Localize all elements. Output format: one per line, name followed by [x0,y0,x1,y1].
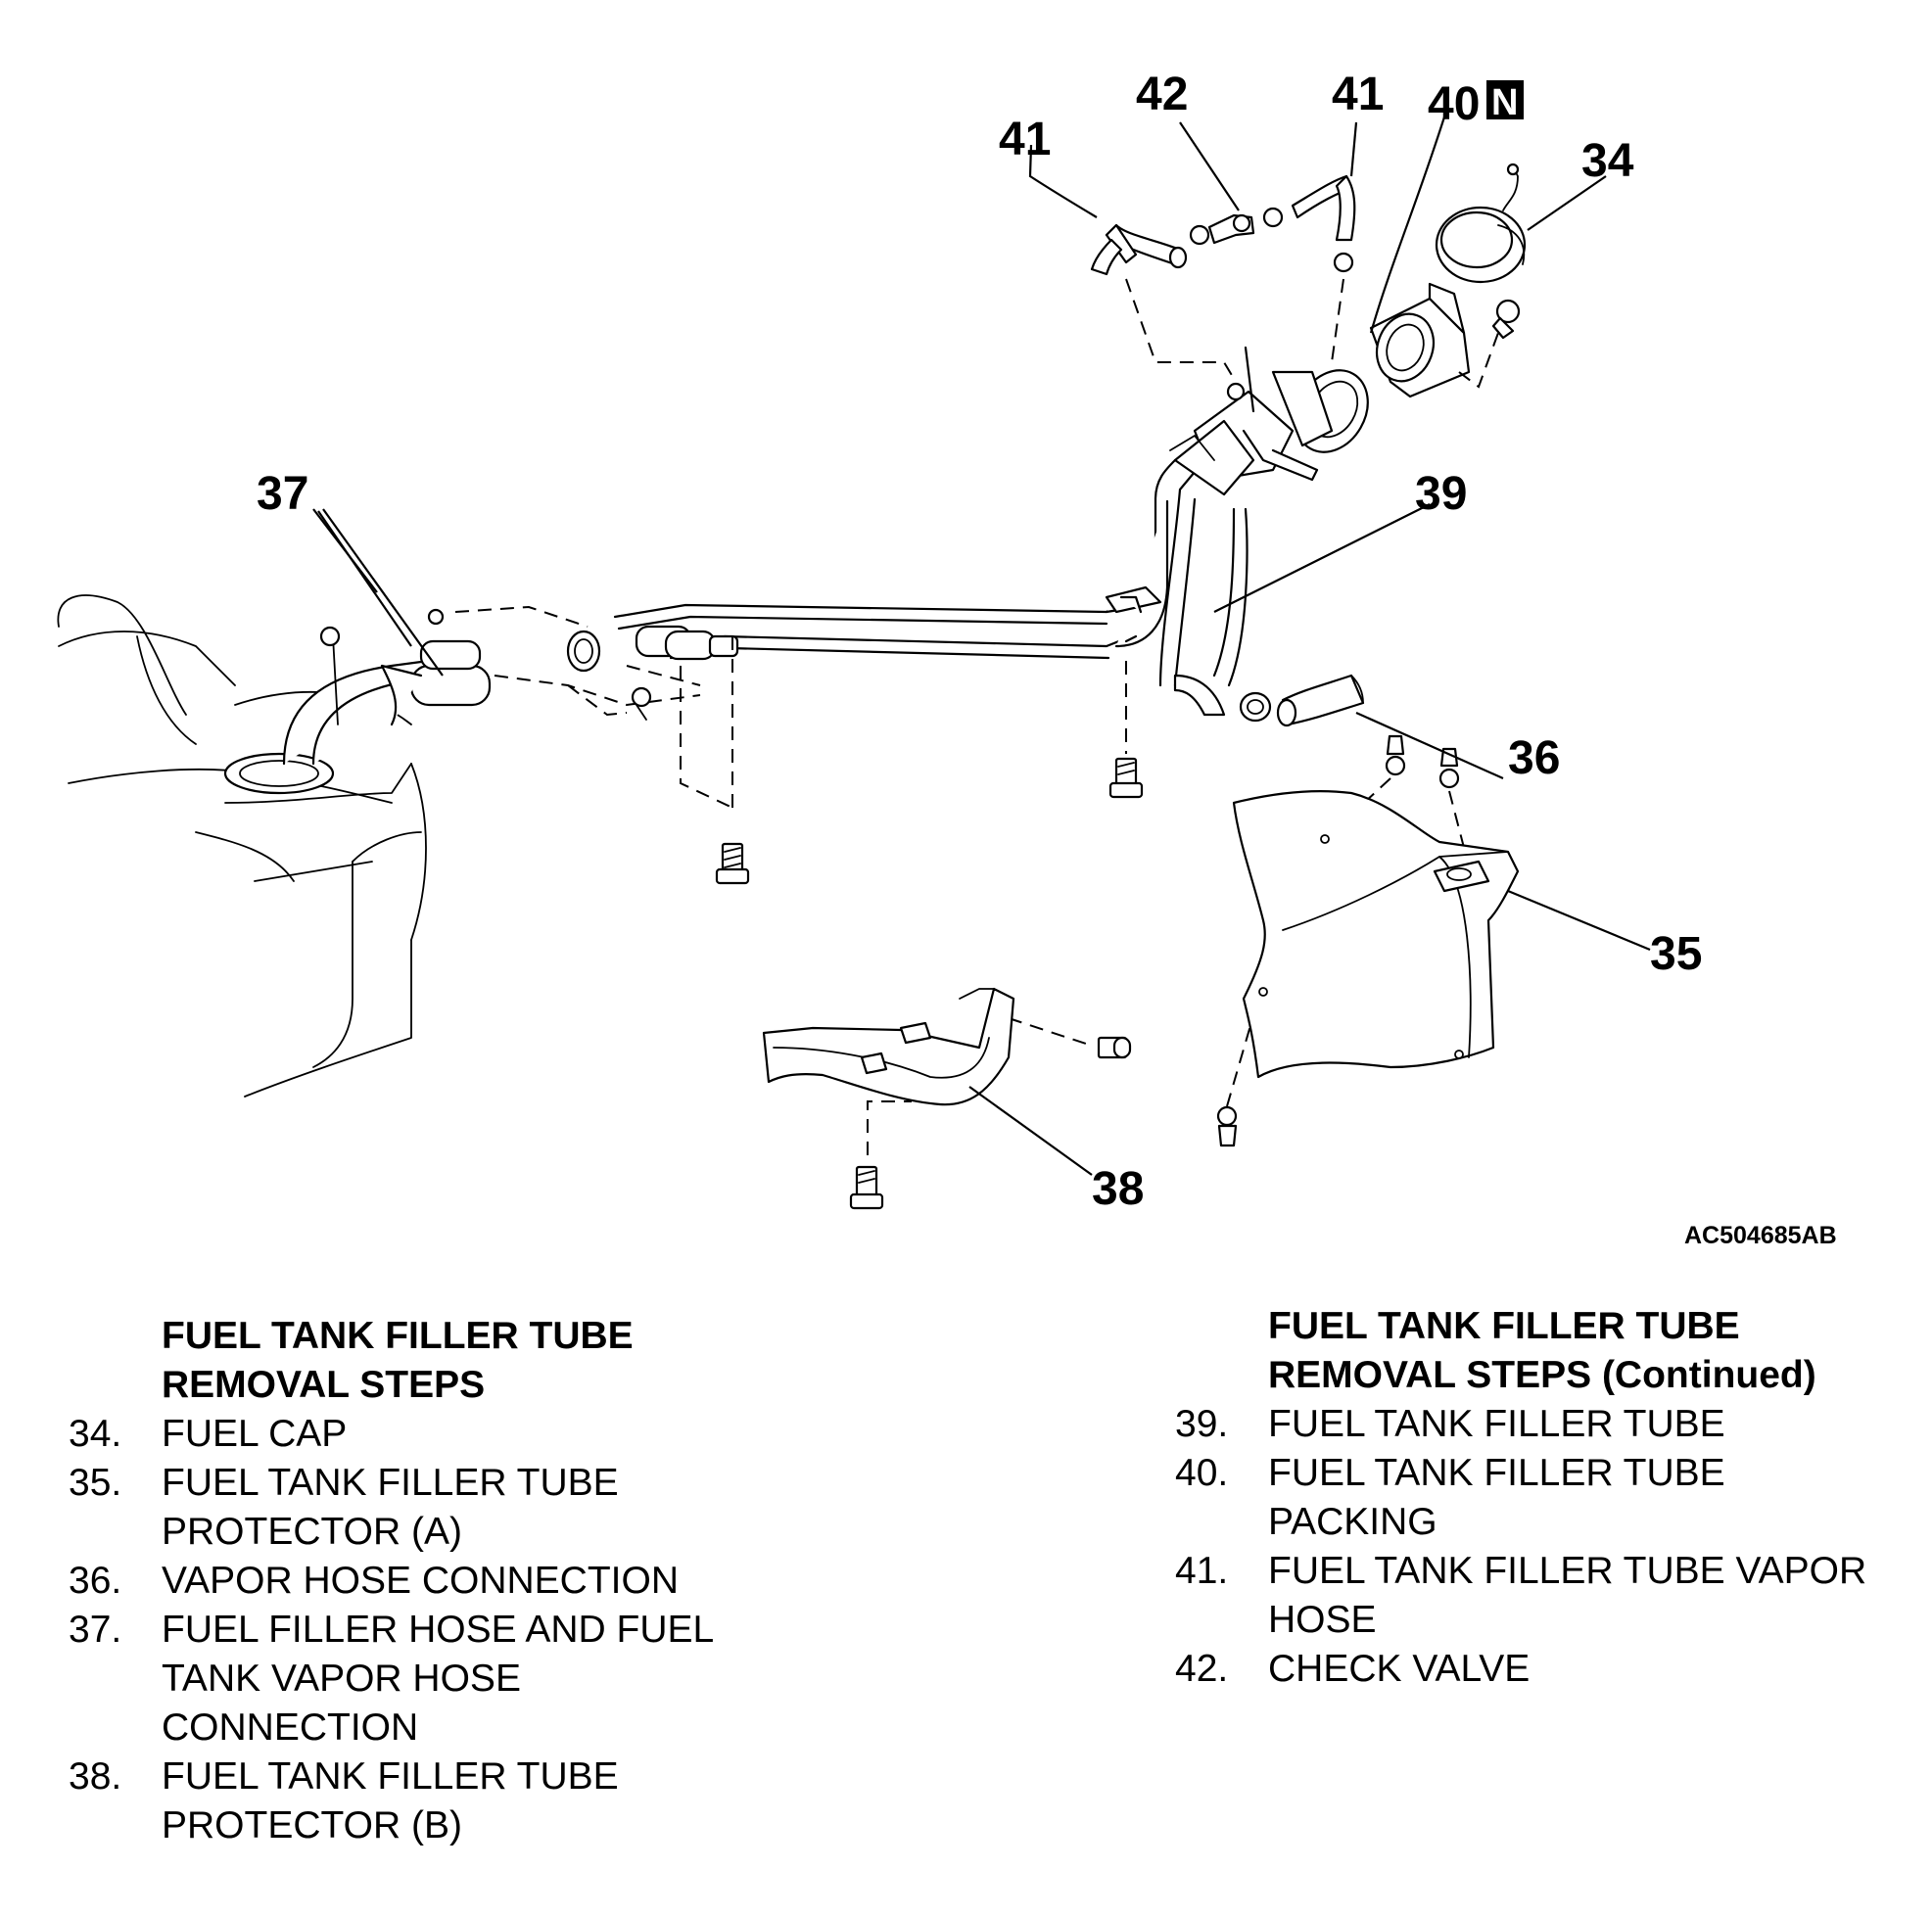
bolt-icon [715,842,750,885]
bolt-icon [1108,757,1144,799]
callout-40: 40 [1428,78,1480,130]
callout-37: 37 [257,468,308,520]
callout-38: 38 [1092,1163,1144,1215]
heading-line: FUEL TANK FILLER TUBE [162,1315,634,1357]
step-40: 40. FUEL TANK FILLER TUBE PACKING [1175,1449,1919,1547]
step-text: FUEL TANK FILLER TUBE [162,1755,619,1798]
leader-lines [312,107,1651,1176]
fasteners [680,636,1470,1210]
step-number: 39. [1175,1403,1229,1445]
removal-steps-heading: FUEL TANK FILLER TUBE REMOVAL STEPS [162,1312,852,1410]
removal-steps-continued-list: FUEL TANK FILLER TUBE REMOVAL STEPS (Con… [1175,1302,1919,1694]
step-text: FUEL TANK FILLER TUBE VAPOR [1268,1550,1867,1592]
step-35: 35. FUEL TANK FILLER TUBE PROTECTOR (A) [69,1459,852,1557]
step-number: 38. [69,1755,122,1798]
fuel-tank [57,594,492,1098]
callout-35: 35 [1650,928,1702,980]
heading-line: REMOVAL STEPS (Continued) [1268,1354,1816,1396]
removal-steps-list: FUEL TANK FILLER TUBE REMOVAL STEPS 34. … [69,1312,852,1850]
callout-39: 39 [1415,468,1467,520]
step-number: 42. [1175,1648,1229,1690]
step-39: 39. FUEL TANK FILLER TUBE [1175,1400,1919,1449]
fuel-cap-icon [1435,163,1527,284]
packing-and-cap [1369,163,1527,398]
step-34: 34. FUEL CAP [69,1410,852,1459]
protector-b [762,987,1015,1106]
step-text: CHECK VALVE [1268,1648,1531,1690]
step-number: 34. [69,1413,122,1455]
exploded-parts-diagram: 37 39 36 35 38 41 42 41 40 N 34 AC504685… [57,69,1837,1249]
clip-icon [1216,1105,1238,1147]
callout-34: 34 [1581,135,1634,187]
new-part-mark-icon [1486,80,1524,119]
heading-line: FUEL TANK FILLER TUBE [1268,1305,1740,1347]
new-part-mark: N [1491,82,1518,123]
step-number: 36. [69,1560,122,1602]
callouts: 37 39 36 35 38 41 42 41 40 N 34 AC504685… [257,69,1837,1249]
callout-41-left: 41 [999,114,1051,165]
clip-icon [1385,734,1406,776]
step-text: FUEL TANK FILLER TUBE [1268,1403,1725,1445]
removal-steps-continued-heading: FUEL TANK FILLER TUBE REMOVAL STEPS (Con… [1268,1302,1919,1400]
step-text: CONNECTION [162,1706,419,1749]
step-number: 40. [1175,1452,1229,1494]
vapor-hose-assembly [1090,174,1356,383]
filler-hose-connection [427,605,701,721]
step-text: FUEL CAP [162,1413,348,1455]
step-text: TANK VAPOR HOSE [162,1658,521,1700]
step-text: FUEL TANK FILLER TUBE [162,1462,619,1504]
step-text: FUEL TANK FILLER TUBE [1268,1452,1725,1494]
step-41: 41. FUEL TANK FILLER TUBE VAPOR HOSE [1175,1547,1919,1645]
figure-id: AC504685AB [1684,1222,1837,1249]
step-42: 42. CHECK VALVE [1175,1645,1919,1694]
callout-42: 42 [1136,69,1188,120]
step-36: 36. VAPOR HOSE CONNECTION [69,1557,852,1606]
protector-a [1232,789,1520,1079]
step-text: PROTECTOR (B) [162,1804,462,1846]
step-text: PROTECTOR (A) [162,1511,462,1553]
step-number: 41. [1175,1550,1229,1592]
step-text: VAPOR HOSE CONNECTION [162,1560,680,1602]
step-37: 37. FUEL FILLER HOSE AND FUEL TANK VAPOR… [69,1606,852,1752]
bolt-icon [849,1165,884,1210]
step-number: 35. [69,1462,122,1504]
step-38: 38. FUEL TANK FILLER TUBE PROTECTOR (B) [69,1752,852,1850]
step-text: FUEL FILLER HOSE AND FUEL [162,1609,715,1651]
step-text: PACKING [1268,1501,1437,1543]
step-number: 37. [69,1609,122,1651]
callout-36: 36 [1508,732,1560,784]
heading-line: REMOVAL STEPS [162,1364,486,1406]
filler-tube [613,346,1369,717]
callout-41-right: 41 [1332,69,1384,120]
step-text: HOSE [1268,1599,1377,1641]
bolt-icon [1097,1036,1132,1059]
vapor-hose-connection [1239,674,1365,727]
